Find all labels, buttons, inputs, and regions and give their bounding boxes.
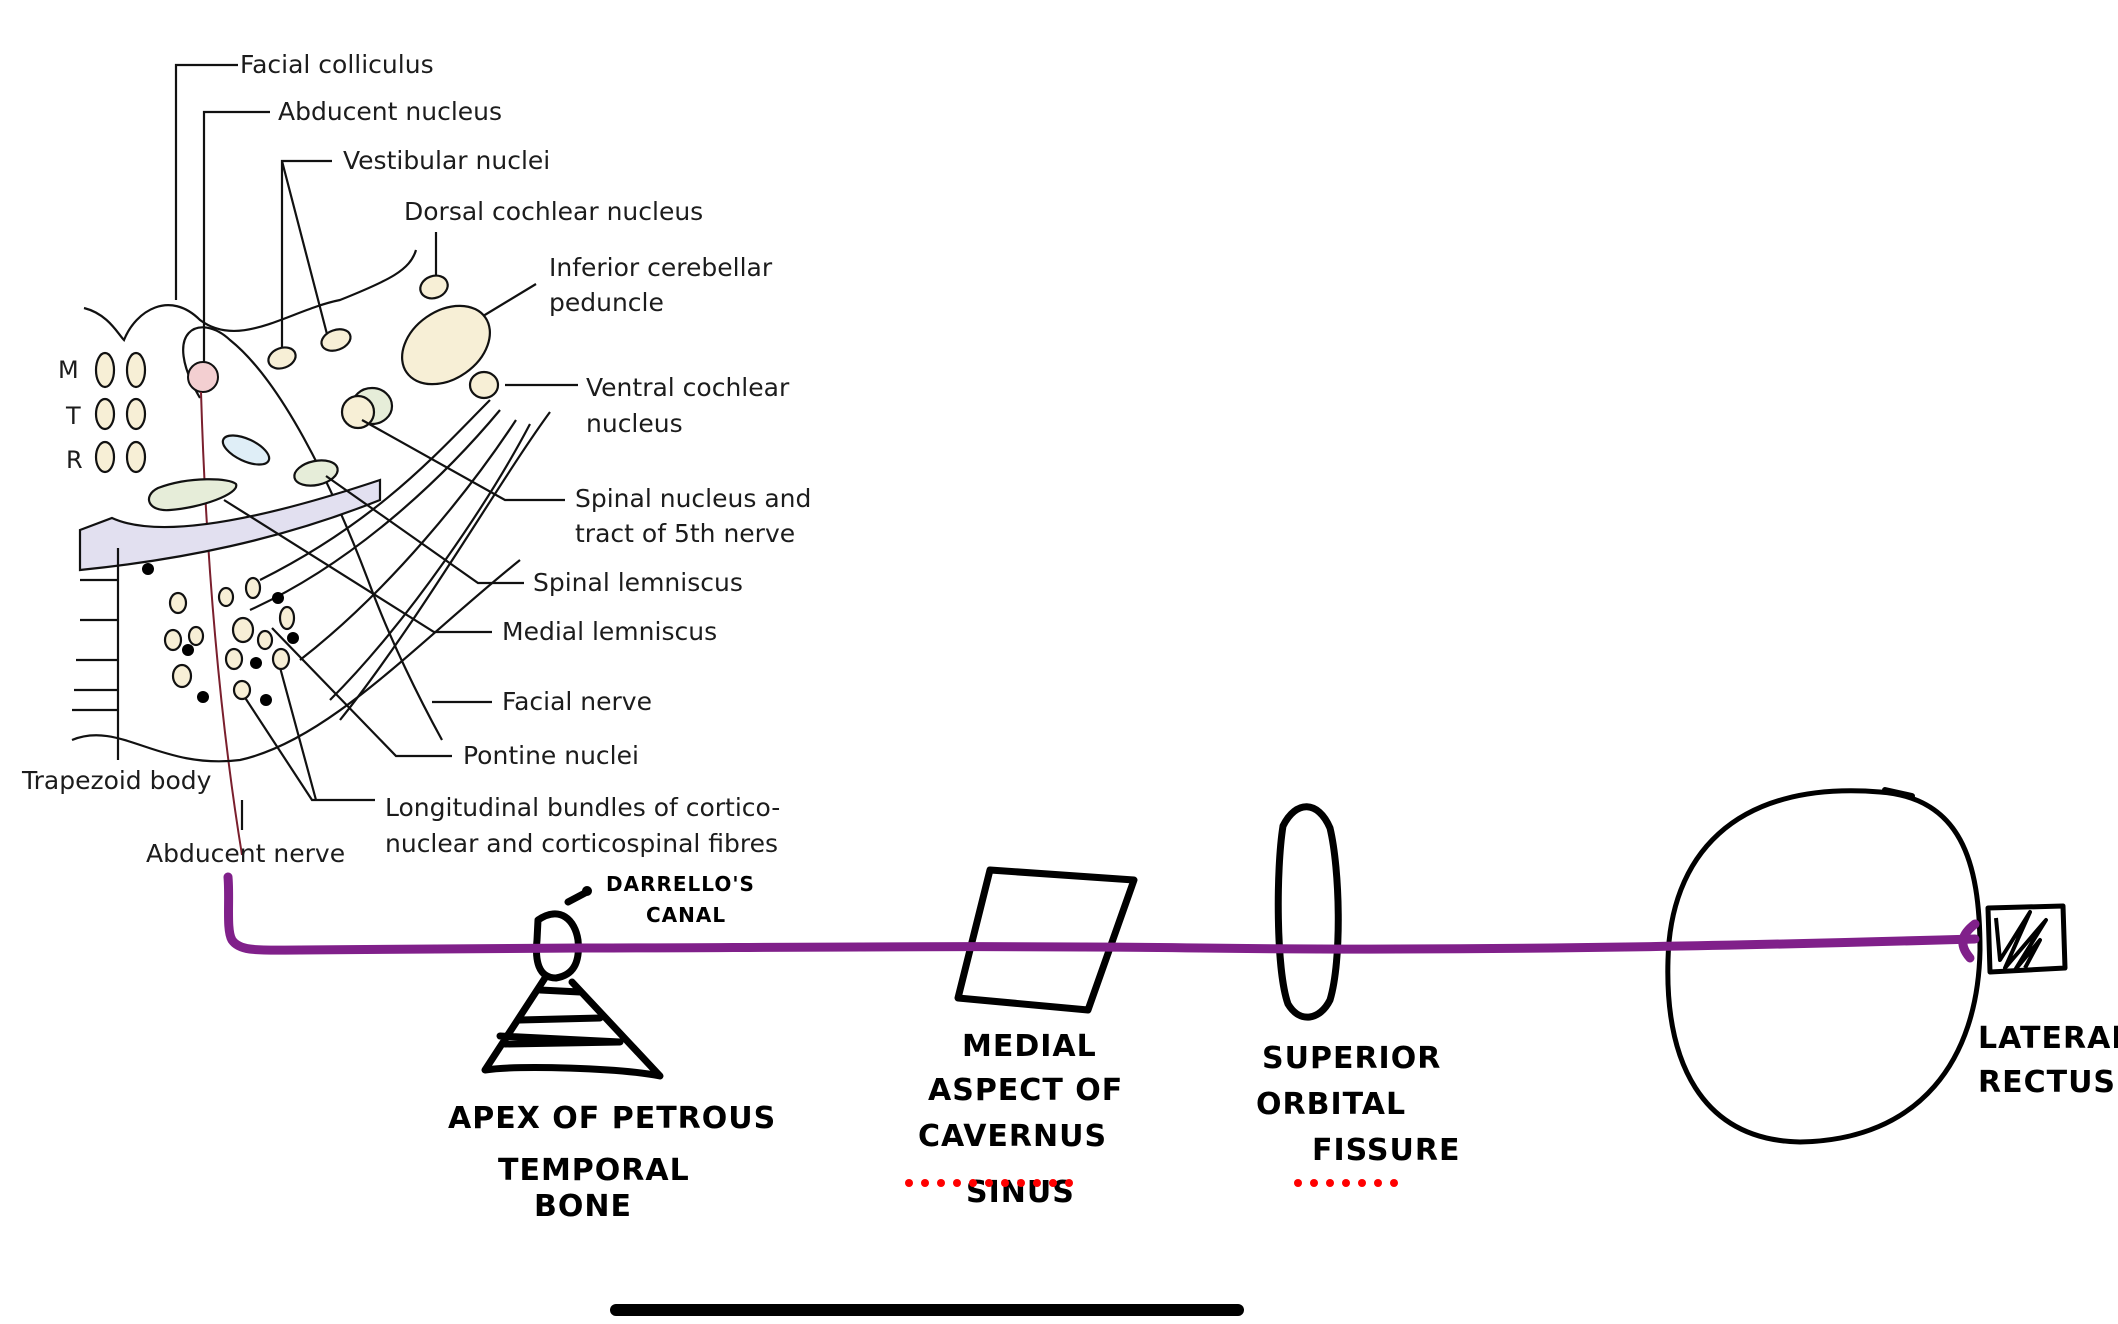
label-apex-2: TEMPORAL	[498, 1153, 690, 1188]
label-pontine-nuclei: Pontine nuclei	[463, 741, 639, 770]
label-abducent-nerve: Abducent nerve	[146, 839, 345, 868]
vestibular-nucleus-lateral	[320, 328, 352, 352]
petrous-apex-triangle	[481, 974, 664, 1080]
vestibular-nucleus-medial	[267, 346, 297, 370]
label-longitudinal-1: Longitudinal bundles of cortico-	[385, 793, 780, 822]
inferior-cerebellar-peduncle	[401, 304, 491, 386]
svg-text:M: M	[58, 356, 79, 384]
label-vestibular-nuclei: Vestibular nuclei	[343, 146, 550, 175]
spinal-nucleus-5th	[340, 394, 376, 430]
label-dorsal-cochlear-nucleus: Dorsal cochlear nucleus	[404, 197, 703, 226]
abducent-nerve-course	[223, 872, 1980, 955]
lateral-rectus-hatching	[1994, 910, 2048, 972]
label-sof-1: SUPERIOR	[1262, 1041, 1441, 1076]
abducent-nucleus-mark	[187, 361, 219, 393]
pons-section-figure: M T R	[21, 50, 811, 868]
label-apex-1: APEX OF PETROUS	[448, 1101, 776, 1136]
lateral-rectus-box	[1985, 903, 2068, 975]
red-dotted-underline-fissure	[1294, 1179, 1398, 1187]
spinal-lemniscus-mark	[293, 459, 339, 487]
leader-pontine-nuclei	[271, 627, 452, 758]
label-ventral-cochlear-1: Ventral cochlear	[586, 373, 790, 402]
label-medial-lemniscus: Medial lemniscus	[502, 617, 717, 646]
leader-longitudinal-bundles	[239, 659, 375, 802]
label-ventral-cochlear-2: nucleus	[586, 409, 683, 438]
label-abducent-nucleus: Abducent nucleus	[278, 97, 502, 126]
abducent-nerve-fibre	[200, 391, 243, 856]
cavernous-sinus-shape	[954, 866, 1138, 1014]
leader-spinal-nucleus	[361, 419, 565, 502]
dorsal-cochlear-nucleus	[419, 274, 449, 300]
eyeball-outline	[1665, 788, 1983, 1145]
leader-abducent-nucleus	[202, 110, 270, 368]
mtr-nuclei: M T R	[58, 351, 147, 474]
label-spinal-nucleus-2: tract of 5th nerve	[575, 519, 795, 548]
transverse-pontine-fibres	[71, 399, 551, 763]
label-trapezoid-body: Trapezoid body	[21, 766, 212, 795]
label-lateral-2: RECTUS	[1978, 1065, 2116, 1100]
pontine-nuclei-dots	[142, 563, 299, 706]
handwritten-annotations: DARRELLO'S CANAL APEX OF PETROUS TEMPORA…	[223, 787, 2118, 1224]
label-spinal-nucleus-1: Spinal nucleus and	[575, 484, 811, 513]
petrous-apex-drawing	[481, 886, 664, 1080]
superior-orbital-fissure-shape	[1274, 803, 1342, 1021]
medial-lemniscus-mark	[147, 478, 238, 512]
svg-text:T: T	[65, 402, 81, 430]
label-facial-nerve: Facial nerve	[502, 687, 652, 716]
label-dorello-2: CANAL	[646, 903, 726, 927]
label-cavernous-2: ASPECT OF	[928, 1073, 1123, 1108]
dorello-canal-outline	[533, 910, 582, 982]
facial-motor-nucleus	[221, 434, 271, 466]
label-inferior-cerebellar-1: Inferior cerebellar	[549, 253, 773, 282]
leader-vestibular-nuclei	[280, 159, 332, 350]
label-cavernous-3: CAVERNUS	[918, 1119, 1107, 1154]
floor-of-fourth-ventricle	[83, 249, 418, 342]
ventral-cochlear-nucleus	[468, 370, 500, 400]
label-dorello-1: DARRELLO'S	[606, 872, 755, 896]
label-sof-3: FISSURE	[1312, 1133, 1460, 1168]
label-cavernous-1: MEDIAL	[962, 1029, 1097, 1064]
red-dotted-underline-sinus	[905, 1179, 1073, 1187]
abducent-nerve-arrowhead	[1958, 919, 1980, 963]
label-facial-colliculus: Facial colliculus	[240, 50, 434, 79]
label-inferior-cerebellar-2: peduncle	[549, 288, 664, 317]
label-apex-3: BONE	[534, 1189, 632, 1224]
dorello-pointer	[564, 889, 589, 906]
leader-facial-colliculus	[174, 63, 238, 300]
svg-text:R: R	[66, 446, 83, 474]
label-sof-2: ORBITAL	[1256, 1087, 1406, 1122]
facial-nerve-loop	[182, 326, 443, 741]
trapezoid-body-band	[78, 478, 382, 572]
home-indicator-bar[interactable]	[610, 1304, 1244, 1316]
leader-spinal-lemniscus	[325, 475, 524, 585]
label-lateral-1: LATERAL	[1978, 1021, 2118, 1056]
label-spinal-lemniscus: Spinal lemniscus	[533, 568, 743, 597]
label-longitudinal-2: nuclear and corticospinal fibres	[385, 829, 778, 858]
eyeball-stroke-overlap	[1882, 787, 1915, 799]
